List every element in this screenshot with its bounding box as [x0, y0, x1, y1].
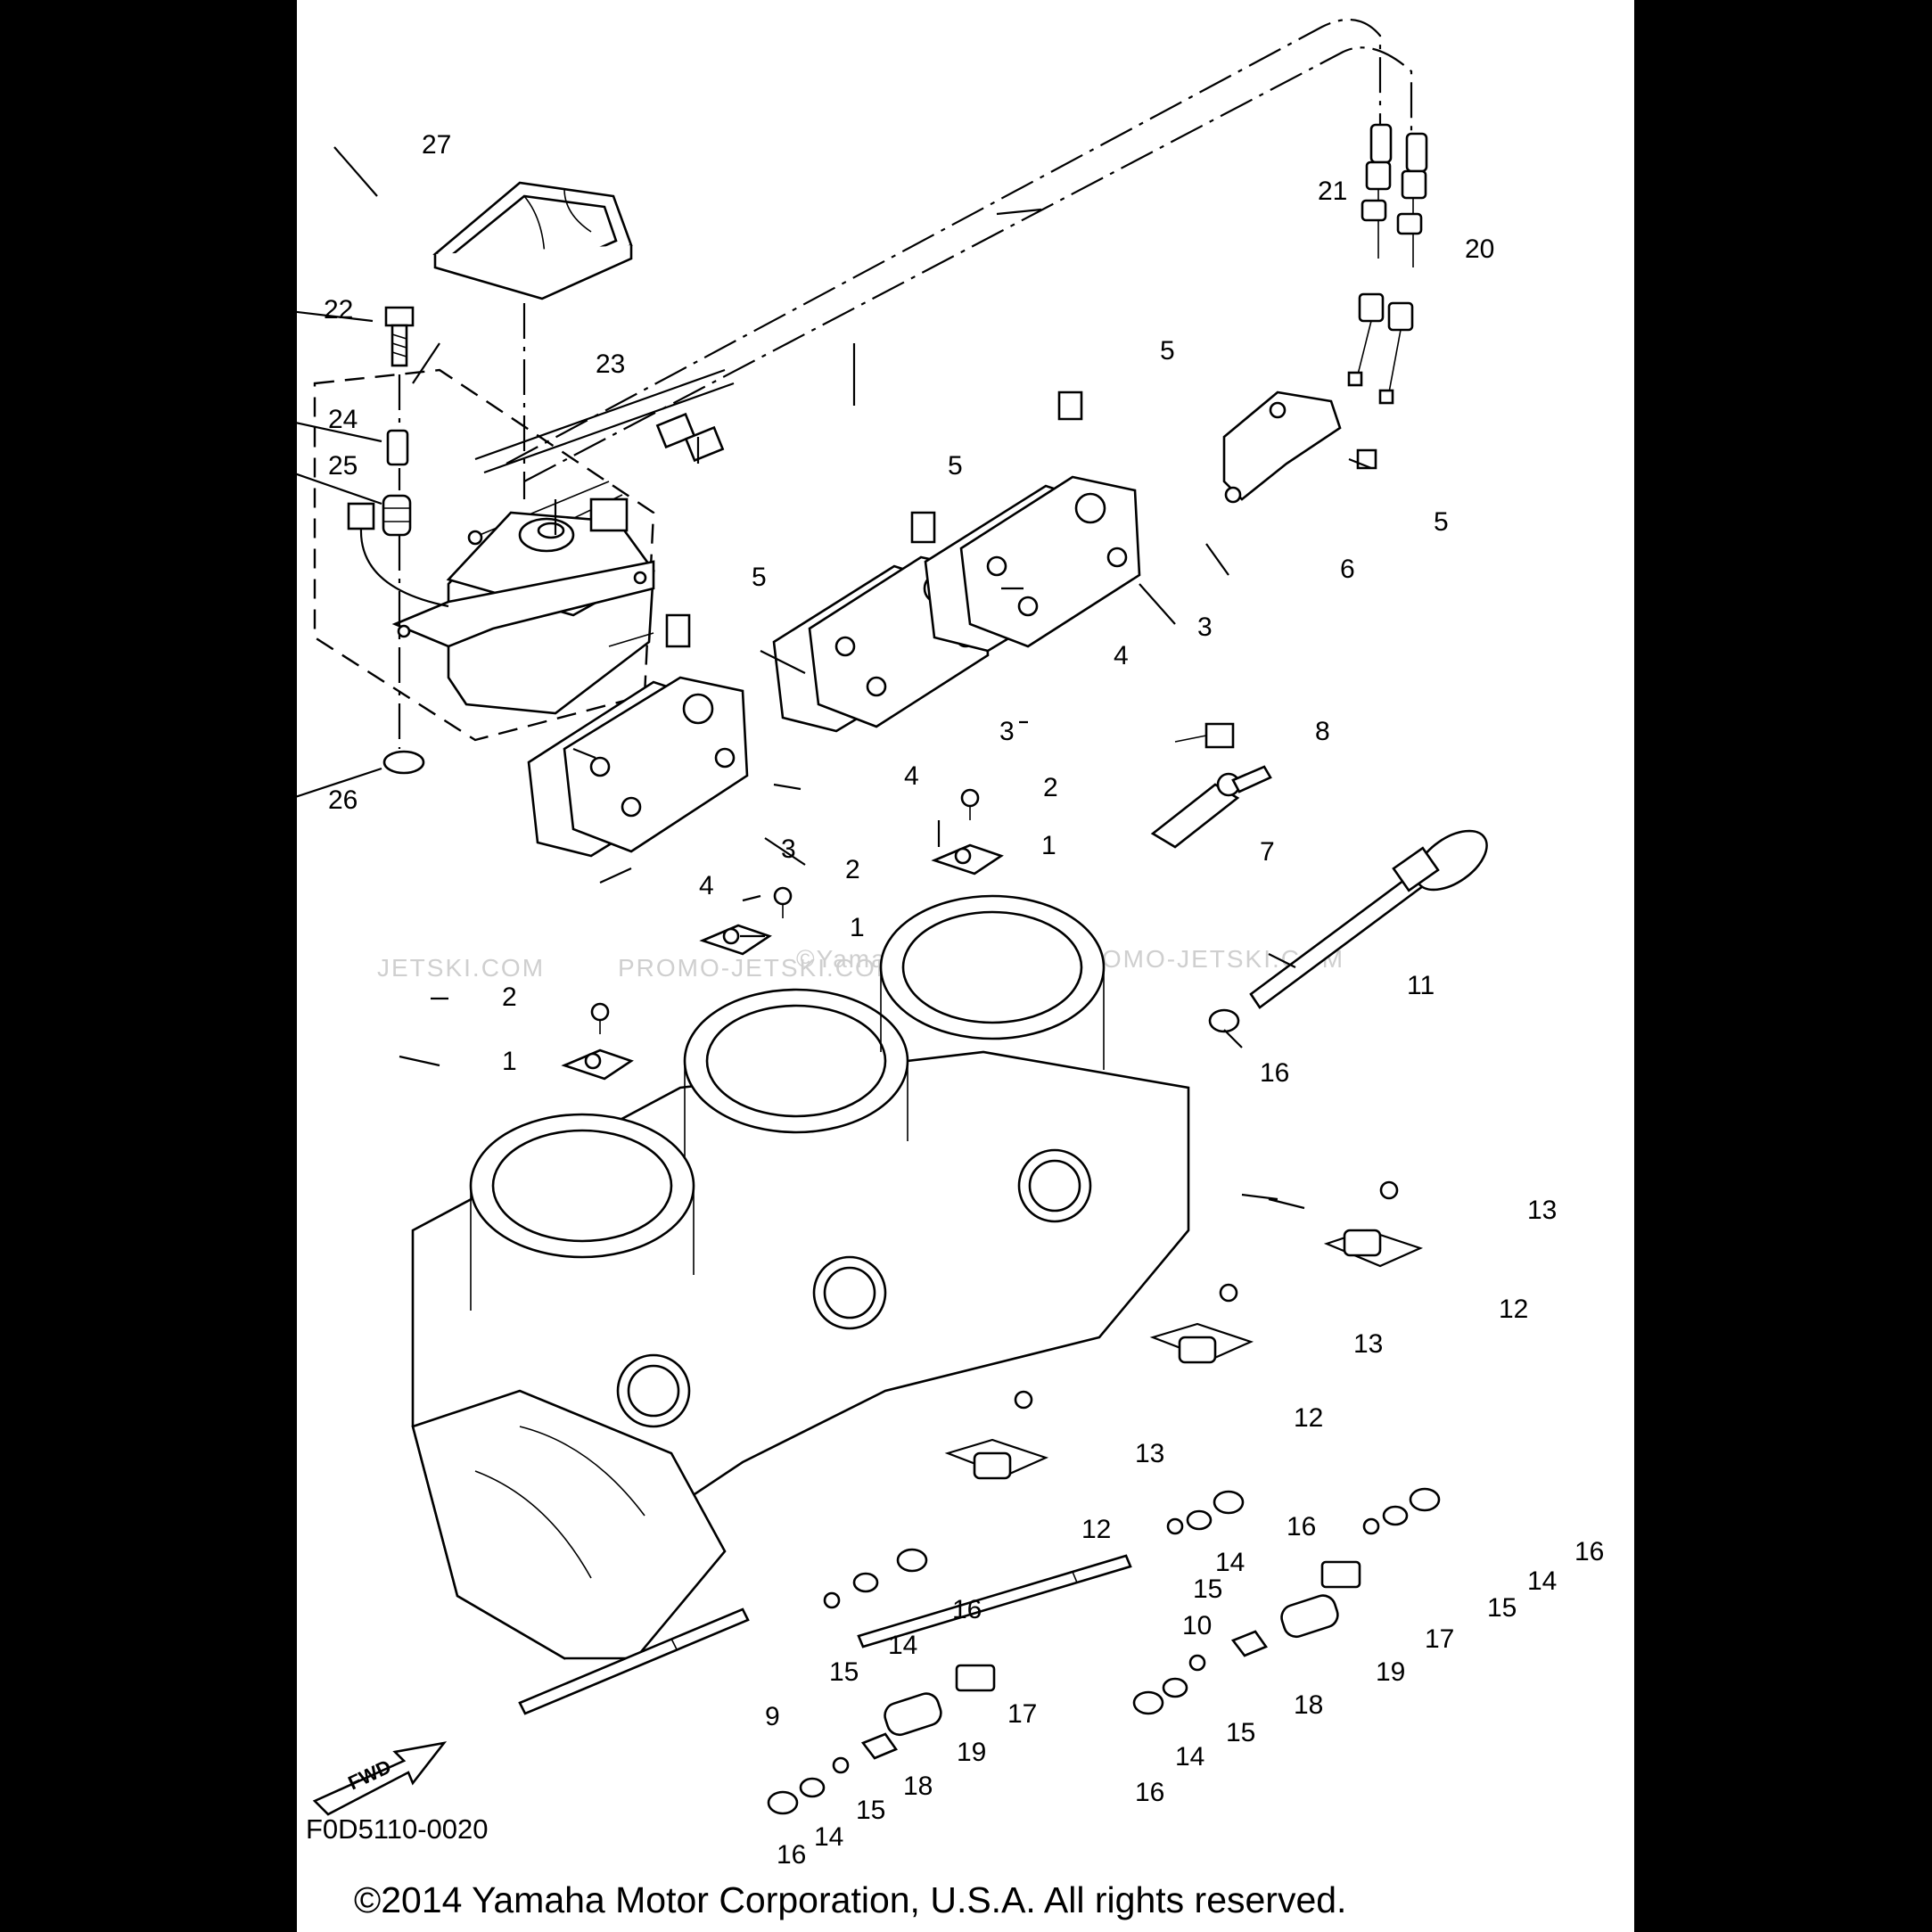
callout-27: 27 — [422, 130, 451, 160]
callout-24: 24 — [328, 405, 358, 434]
watermark-left: JETSKI.COM — [377, 954, 545, 982]
callout-6: 6 — [1340, 555, 1355, 584]
callout-15-low: 15 — [1226, 1718, 1255, 1747]
callout-16-right: 16 — [1574, 1537, 1604, 1566]
throttle-cables — [467, 18, 1428, 559]
callout-12-mid: 12 — [1294, 1403, 1323, 1433]
callout-3-right: 3 — [1197, 612, 1213, 642]
callout-16-low: 16 — [1135, 1778, 1164, 1807]
callout-19-right: 19 — [1376, 1657, 1405, 1687]
callout-5-top: 5 — [1160, 336, 1175, 366]
cover-27 — [432, 181, 633, 300]
callout-15-left: 15 — [829, 1657, 859, 1687]
callout-8: 8 — [1315, 717, 1330, 746]
callout-22: 22 — [324, 295, 353, 325]
callout-2-left: 2 — [502, 982, 517, 1012]
callout-12-left: 12 — [1081, 1515, 1111, 1544]
callout-14-right: 14 — [1527, 1566, 1557, 1596]
callout-14-left: 14 — [888, 1631, 917, 1660]
figure-code: F0D5110-0020 — [306, 1813, 489, 1845]
grommet-25 — [382, 494, 412, 537]
callout-23: 23 — [596, 349, 625, 379]
callout-20: 20 — [1465, 234, 1494, 264]
callout-14-bottom: 14 — [814, 1822, 843, 1852]
callout-2-right: 2 — [1043, 773, 1058, 802]
callout-4-mid: 4 — [904, 761, 919, 791]
solenoid-assembly — [313, 181, 655, 775]
callout-3-left: 3 — [781, 834, 796, 864]
link-set-3 — [944, 1390, 1049, 1480]
callout-3-mid: 3 — [999, 717, 1015, 746]
callout-10: 10 — [1182, 1611, 1212, 1640]
clamp-row-3 — [931, 788, 1004, 876]
callout-1-mid: 1 — [850, 913, 865, 942]
callout-15-bottom: 15 — [856, 1796, 885, 1825]
callout-13-mid: 13 — [1353, 1329, 1383, 1359]
callout-7: 7 — [1260, 837, 1275, 867]
washer-26 — [382, 750, 425, 775]
cable-end-21 — [1347, 123, 1393, 387]
watermark: JETSKI.COM PROMO-JETSKI.COM ©Yamaha Moto… — [377, 945, 1343, 982]
link-set-1 — [1323, 1180, 1424, 1268]
callout-11: 11 — [1407, 971, 1435, 1000]
callout-14-low: 14 — [1175, 1742, 1204, 1772]
leader-lines — [297, 146, 1372, 1210]
callout-16-bottom: 16 — [777, 1840, 806, 1870]
callout-1-left: 1 — [502, 1047, 517, 1076]
callout-15-right: 15 — [1487, 1593, 1517, 1623]
callout-25: 25 — [328, 451, 358, 481]
solenoid-body — [391, 497, 655, 715]
callout-5-mid: 5 — [948, 451, 963, 481]
callout-2-mid: 2 — [845, 855, 860, 884]
shaft-11 — [1249, 829, 1488, 1009]
callout-4-right: 4 — [1114, 641, 1129, 670]
callout-16-top: 16 — [1260, 1058, 1289, 1088]
callout-5-left: 5 — [752, 563, 767, 592]
bolt-22 — [384, 306, 415, 367]
callout-1-right: 1 — [1041, 831, 1056, 860]
clamp-row-2 — [699, 886, 793, 956]
diagram-sheet: JETSKI.COM PROMO-JETSKI.COM ©Yamaha Moto… — [297, 0, 1634, 1932]
callout-14-mid: 14 — [1215, 1548, 1245, 1577]
callout-5-right: 5 — [1434, 507, 1449, 537]
callout-15-mid: 15 — [1193, 1574, 1222, 1604]
lever-7 — [1150, 765, 1272, 849]
clamp-row-1 — [561, 1002, 634, 1081]
watermark-center: PROMO-JETSKI.COM — [618, 954, 899, 982]
cable-end-20 — [1378, 132, 1428, 405]
exploded-parts-diagram: JETSKI.COM PROMO-JETSKI.COM ©Yamaha Moto… — [297, 18, 1604, 1920]
callout-16-left: 16 — [952, 1595, 982, 1624]
callout-12-right: 12 — [1499, 1295, 1528, 1324]
callout-17-left: 17 — [1007, 1699, 1037, 1729]
fwd-arrow-icon: FWD — [312, 1741, 448, 1816]
callout-18-right: 18 — [1294, 1690, 1323, 1720]
callout-18-left: 18 — [903, 1772, 933, 1801]
valve-cover-row-1 — [527, 613, 749, 858]
valve-cover-row-3 — [924, 391, 1141, 653]
callout-17-right: 17 — [1425, 1624, 1454, 1654]
bracket-6 — [1222, 391, 1377, 504]
small-parts — [767, 1008, 1441, 1815]
shaft-9 — [518, 1607, 750, 1715]
callout-19-left: 19 — [957, 1738, 986, 1767]
shaft-10 — [857, 1554, 1132, 1648]
callout-labels: 27 22 23 24 25 26 21 20 5 5 5 5 6 3 3 3 … — [324, 130, 1604, 1870]
callout-13-left: 13 — [1135, 1439, 1164, 1468]
callout-16-mid: 16 — [1287, 1512, 1316, 1541]
connector-wire — [347, 502, 449, 608]
copyright-notice: ©2014 Yamaha Motor Corporation, U.S.A. A… — [354, 1879, 1346, 1920]
callout-4-left: 4 — [699, 871, 714, 900]
callout-13-right: 13 — [1527, 1196, 1557, 1225]
callout-9: 9 — [765, 1702, 780, 1731]
bolt-8 — [1174, 722, 1235, 749]
engine-block — [411, 894, 1190, 1660]
callout-21: 21 — [1318, 177, 1347, 206]
link-set-2 — [1149, 1283, 1254, 1364]
collar-24 — [386, 429, 409, 466]
callout-26: 26 — [328, 785, 358, 815]
